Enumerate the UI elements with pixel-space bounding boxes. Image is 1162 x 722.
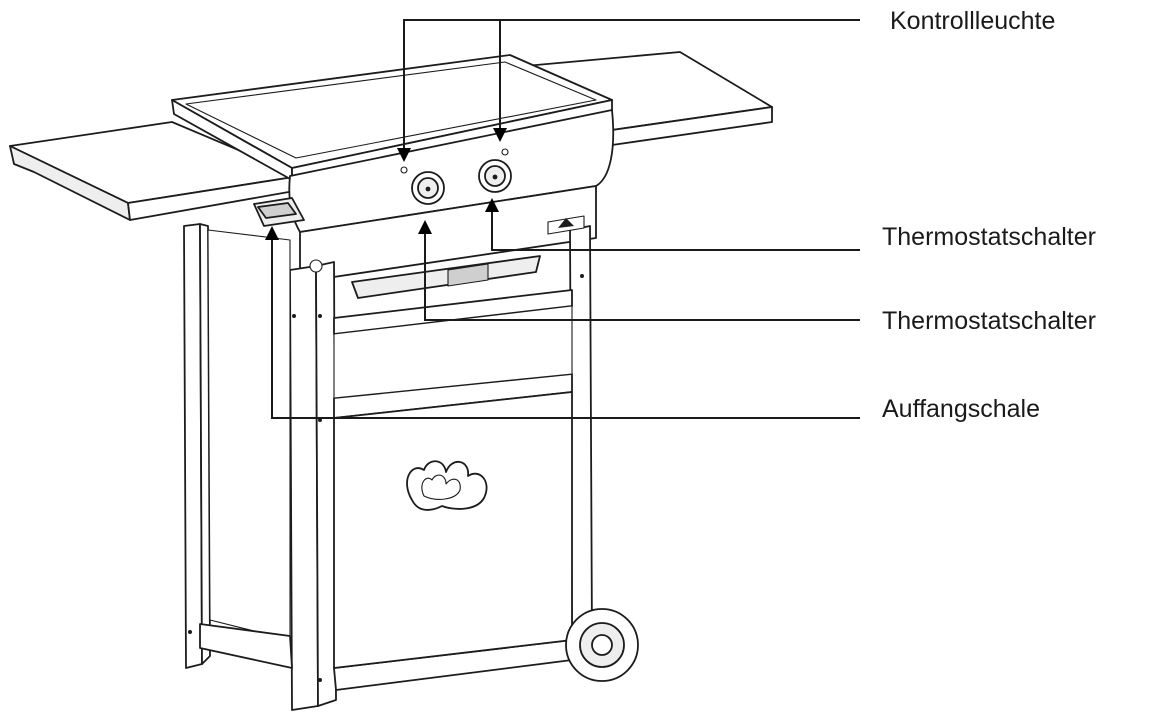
label-kontrollleuchte: Kontrollleuchte: [890, 7, 1056, 35]
label-thermostat-left: Thermostatschalter: [882, 307, 1096, 335]
label-auffangschale: Auffangschale: [882, 395, 1040, 423]
leader-thermostat-left: [418, 220, 860, 321]
label-thermostat-right: Thermostatschalter: [882, 223, 1096, 251]
cart-frame: [183, 185, 639, 711]
control-panel: [288, 109, 615, 233]
left-side-table: [9, 121, 301, 221]
leader-kontrollleuchte: [397, 19, 860, 162]
leader-thermostat-right: [485, 198, 860, 251]
tray-housing: [253, 197, 305, 227]
leader-auffangschale: [265, 226, 860, 419]
